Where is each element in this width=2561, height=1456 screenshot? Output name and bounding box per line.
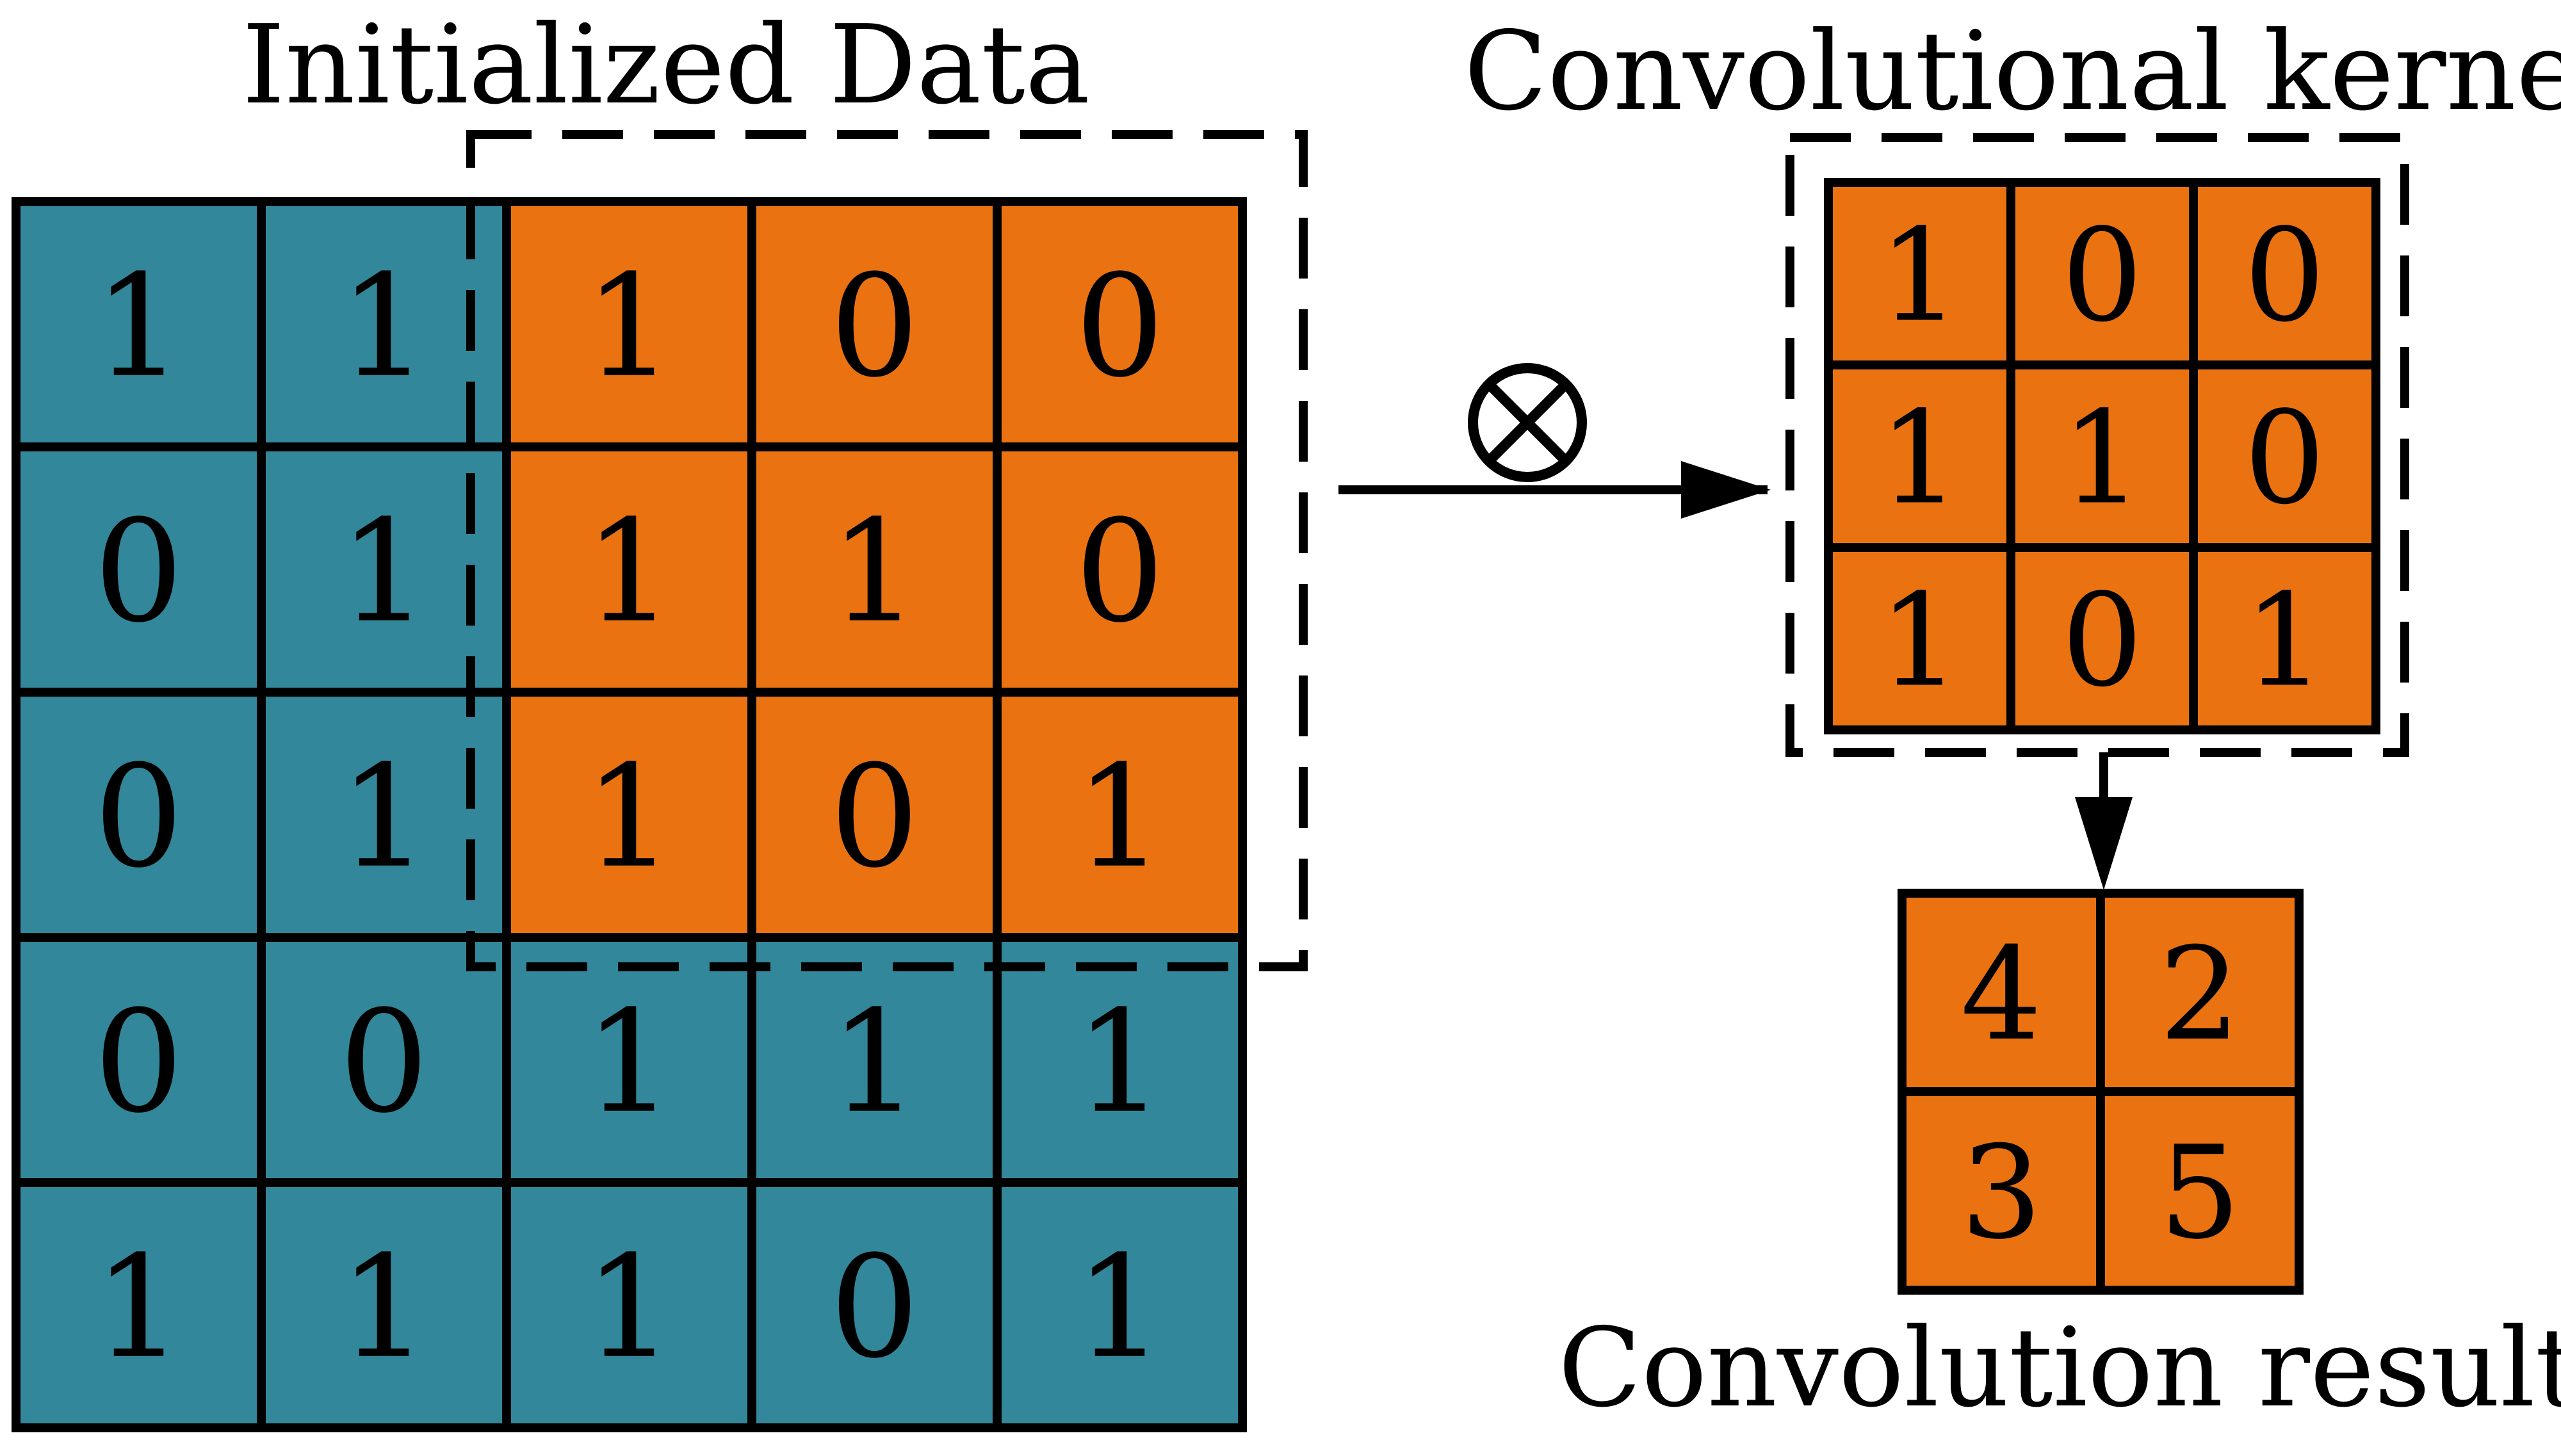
input-cell-3-4 [993,933,1247,1187]
input-cell-2-1 [257,688,511,942]
kernel-value-0-2: 0 [2244,202,2325,351]
convolution-result-label: Convolution result [1558,1305,2561,1432]
kernel-value-0-0: 1 [1879,202,1960,351]
kernel-cell-2-2 [2189,543,2380,734]
input-value-1-2: 1 [585,490,674,654]
kernel-value-2-2: 1 [2244,567,2325,716]
arrow-to-result-head [2075,797,2133,890]
input-value-2-4: 1 [1075,735,1165,899]
input-value-0-0: 1 [94,245,184,408]
input-value-4-4: 1 [1075,1225,1165,1389]
input-value-3-3: 1 [830,980,920,1144]
result-value-1-1: 5 [2159,1119,2240,1268]
input-value-0-2: 1 [585,245,674,408]
kernel-value-2-0: 1 [1879,567,1960,716]
input-value-2-1: 1 [339,735,429,899]
input-value-0-3: 0 [830,245,920,408]
kernel-cell-0-2 [2189,178,2380,369]
result-value-0-0: 4 [1960,920,2042,1069]
input-cell-2-3 [747,688,1002,942]
input-value-4-1: 1 [339,1225,429,1389]
input-value-4-2: 1 [585,1225,674,1389]
input-cell-4-2 [502,1178,756,1432]
input-cell-3-0 [12,933,266,1187]
input-value-3-0: 0 [94,980,184,1144]
input-value-3-2: 1 [585,980,674,1144]
input-value-2-3: 0 [830,735,920,899]
input-cell-1-0 [12,442,266,697]
input-value-0-4: 0 [1075,245,1165,408]
kernel-value-2-1: 0 [2061,567,2143,716]
result-value-1-0: 3 [1960,1119,2042,1268]
result-cell-1-1 [2096,1087,2304,1295]
input-cell-4-1 [257,1178,511,1432]
input-value-1-4: 0 [1075,490,1165,654]
result-value-0-1: 2 [2159,920,2240,1069]
input-cell-3-1 [257,933,511,1187]
input-cell-1-2 [502,442,756,697]
input-cell-4-0 [12,1178,266,1432]
kernel-value-0-1: 0 [2061,202,2143,351]
initialized-data-label: Initialized Data [242,2,1090,129]
kernel-dashed-window [1785,133,2409,757]
input-dashed-window [466,130,1308,971]
input-value-4-0: 1 [94,1225,184,1389]
input-value-1-3: 1 [830,490,920,654]
input-value-2-0: 0 [94,735,184,899]
convolutional-kernel-label: Convolutional kernel [1464,8,2561,135]
kernel-cell-0-0 [1824,178,2015,369]
result-cell-0-1 [2096,889,2304,1096]
input-value-3-1: 0 [339,980,429,1144]
input-value-2-2: 1 [585,735,674,899]
kernel-cell-1-1 [2006,360,2198,552]
input-cell-0-0 [12,197,266,451]
input-cell-1-4 [993,442,1247,697]
result-cell-1-0 [1898,1087,2105,1295]
kernel-value-1-1: 1 [2061,384,2143,533]
kernel-cell-2-0 [1824,543,2015,734]
input-value-1-0: 0 [94,490,184,654]
convolution-operator-icon [1468,363,1587,482]
input-value-3-4: 1 [1075,980,1165,1144]
input-value-0-1: 1 [339,245,429,408]
kernel-cell-1-0 [1824,360,2015,552]
input-cell-4-4 [993,1178,1247,1432]
input-value-4-3: 0 [830,1225,920,1389]
kernel-value-1-0: 1 [1879,384,1960,533]
arrow-to-kernel-head [1681,461,1771,519]
kernel-value-1-2: 0 [2244,384,2325,533]
input-cell-3-3 [747,933,1002,1187]
input-value-1-1: 1 [339,490,429,654]
